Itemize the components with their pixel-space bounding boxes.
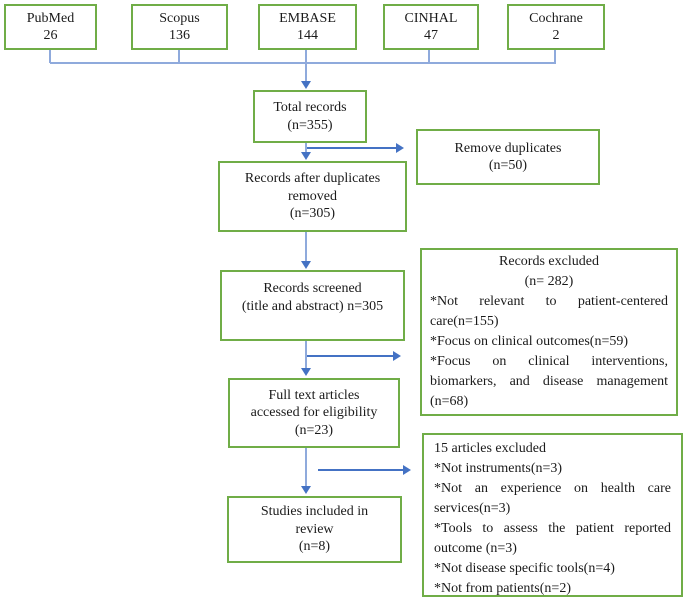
excluded-item: *Not from patients(n=2) [434, 581, 571, 596]
arrow-right-icon [403, 465, 411, 475]
box-text-line: Records after duplicates [244, 171, 381, 187]
excluded-item: *Not relevant to patient-centered care(n… [430, 294, 668, 329]
source-count: 136 [169, 28, 190, 43]
excluded-item: *Not disease specific tools(n=4) [434, 561, 615, 576]
excluded-title: Records excluded [499, 254, 599, 269]
arrow-down-icon [301, 486, 311, 494]
excluded-item: *Not instruments(n=3) [434, 461, 563, 476]
source-box-embase: EMBASE 144 [258, 4, 357, 50]
box-text-line: (n=305) [289, 206, 336, 222]
box-text-line: (n=355) [287, 117, 333, 133]
arrow-right-icon [396, 143, 404, 153]
arrow-down-icon [301, 81, 311, 89]
source-box-cinhal: CINHAL 47 [383, 4, 479, 50]
articles-excluded-title: 15 articles excluded [434, 441, 546, 456]
excluded-subtitle: (n= 282) [524, 274, 574, 289]
cinhal-stub-line [428, 50, 430, 63]
branch-line-excluded [307, 355, 393, 357]
records-after-duplicates-box: Records after duplicates removed (n=305) [218, 161, 407, 232]
source-label: Cochrane [529, 10, 583, 26]
excluded-item: *Focus on clinical outcomes(n=59) [430, 334, 629, 349]
source-box-pubmed: PubMed 26 [4, 4, 97, 50]
arrow-down-icon [301, 261, 311, 269]
full-text-box: Full text articles accessed for eligibil… [228, 378, 400, 448]
central-drop-line [305, 50, 307, 82]
box-text-line: (n=50) [488, 158, 528, 173]
flow-line [305, 448, 307, 488]
box-text-line: (n=23) [294, 422, 334, 438]
articles-excluded-box: 15 articles excluded *Not instruments(n=… [422, 433, 683, 597]
excluded-item: *Not an experience on health care servic… [434, 481, 671, 516]
box-text-line: (n=8) [298, 539, 331, 555]
flow-line [305, 341, 307, 370]
branch-line-articles-excluded [318, 469, 403, 471]
box-text-line: Records screened [263, 281, 362, 296]
cochrane-stub-line [554, 50, 556, 63]
box-text-line: review [295, 521, 334, 537]
excluded-item: *Focus on clinical interventions, biomar… [430, 354, 668, 409]
source-label: PubMed [26, 10, 75, 26]
source-label: CINHAL [404, 10, 458, 26]
flow-line [305, 143, 307, 154]
source-label: EMBASE [279, 10, 336, 26]
pubmed-stub-line [49, 50, 51, 63]
branch-line-duplicates [307, 147, 396, 149]
box-text-line: removed [288, 188, 337, 204]
total-records-box: Total records (n=355) [253, 90, 367, 143]
records-excluded-box: Records excluded (n= 282) *Not relevant … [420, 248, 678, 416]
source-count: 47 [424, 28, 438, 43]
flow-line [305, 232, 307, 262]
box-text-line: Studies included in [260, 504, 369, 520]
source-box-cochrane: Cochrane 2 [507, 4, 605, 50]
arrow-down-icon [301, 368, 311, 376]
box-text-line: Remove duplicates [454, 140, 562, 156]
arrow-down-icon [301, 152, 311, 160]
studies-included-box: Studies included in review (n=8) [227, 496, 402, 563]
source-count: 2 [552, 28, 560, 43]
source-label: Scopus [159, 10, 200, 26]
records-screened-box: Records screened (title and abstract) n=… [220, 270, 405, 341]
box-text-line: Total records [273, 100, 347, 115]
remove-duplicates-box: Remove duplicates (n=50) [416, 129, 600, 185]
box-text-line: Full text articles [268, 387, 360, 403]
box-text-line: accessed for eligibility [250, 405, 378, 421]
source-count: 144 [297, 28, 318, 43]
excluded-item: *Tools to assess the patient reported ou… [434, 521, 671, 556]
source-box-scopus: Scopus 136 [131, 4, 228, 50]
box-text-line: (title and abstract) n=305 [241, 298, 384, 314]
source-count: 26 [43, 28, 58, 43]
scopus-stub-line [178, 50, 180, 63]
collector-horizontal-line [50, 62, 556, 64]
arrow-right-icon [393, 351, 401, 361]
